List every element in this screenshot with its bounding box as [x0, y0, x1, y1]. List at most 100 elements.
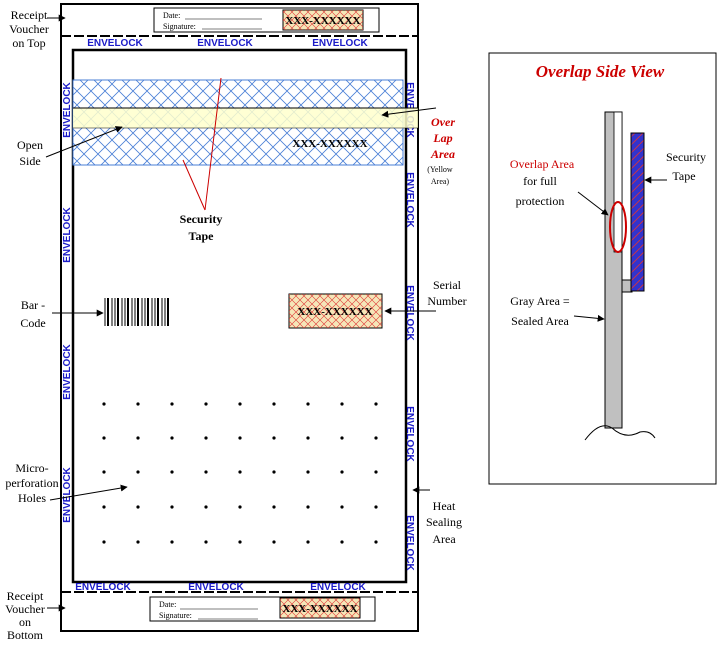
svg-text:Holes: Holes [18, 491, 46, 505]
svg-text:Over: Over [431, 115, 455, 129]
svg-text:for full: for full [523, 174, 557, 188]
svg-text:Lap: Lap [432, 131, 452, 145]
svg-text:Serial: Serial [433, 278, 462, 292]
envelope: Date: Signature: XXX-XXXXXX Date: Signat… [60, 3, 419, 632]
perforation-hole [306, 402, 310, 406]
svg-text:perforation: perforation [5, 476, 58, 490]
svg-text:on Top: on Top [12, 36, 45, 50]
svg-text:Bar -: Bar - [21, 298, 45, 312]
bottom-receipt-voucher: Date: Signature: XXX-XXXXXX [61, 591, 418, 622]
perforation-hole [102, 470, 106, 474]
side-security-tape-label: Security [666, 150, 706, 164]
voucher-signature-label-bottom: Signature: [159, 611, 192, 620]
svg-text:Area): Area) [431, 177, 450, 186]
svg-text:on: on [19, 615, 31, 629]
svg-text:Code: Code [20, 316, 45, 330]
side-overlap-label: Overlap Area [510, 157, 575, 171]
svg-text:Number: Number [427, 294, 466, 308]
envelock-top-2: ENVELOCK [197, 38, 253, 49]
perforation-hole [340, 402, 344, 406]
perforation-hole [102, 505, 106, 509]
perforation-hole [340, 505, 344, 509]
serial-number-box: XXX-XXXXXX [288, 293, 383, 329]
perforation-hole [238, 436, 242, 440]
perforation-hole [272, 470, 276, 474]
serial-number-text: XXX-XXXXXX [297, 306, 372, 318]
perforation-hole [204, 436, 208, 440]
perforation-hole [136, 470, 140, 474]
svg-text:Sealed Area: Sealed Area [511, 314, 569, 328]
perforation-hole [170, 540, 174, 544]
perforation-hole [102, 402, 106, 406]
svg-text:Security: Security [180, 212, 223, 226]
envelock-left-3: ENVELOCK [62, 343, 73, 399]
perforation-hole [374, 402, 378, 406]
envelock-top-1: ENVELOCK [87, 38, 143, 49]
svg-text:Area: Area [432, 532, 456, 546]
perforation-hole [136, 436, 140, 440]
svg-text:Area: Area [430, 147, 455, 161]
perforation-hole [136, 402, 140, 406]
envelock-left-4: ENVELOCK [62, 466, 73, 522]
svg-text:Heat: Heat [433, 499, 456, 513]
perforation-hole [374, 505, 378, 509]
perforation-hole [272, 436, 276, 440]
label-serial-number: Serial Number [384, 278, 467, 315]
svg-text:Tape: Tape [672, 169, 695, 183]
perforation-hole [306, 505, 310, 509]
svg-text:Receipt: Receipt [11, 8, 48, 22]
perforation-hole [238, 402, 242, 406]
svg-text:Tape: Tape [189, 229, 215, 243]
envelock-right-2: ENVELOCK [404, 172, 415, 228]
perforation-hole [340, 540, 344, 544]
perforation-hole [306, 540, 310, 544]
perforation-hole [340, 436, 344, 440]
perforation-hole [170, 505, 174, 509]
heat-seal-boundary [71, 48, 408, 584]
envelock-top-3: ENVELOCK [312, 38, 368, 49]
envelock-bottom-3: ENVELOCK [310, 582, 366, 593]
overlap-yellow-area [73, 108, 418, 128]
label-receipt-bottom: Receipt Voucher on Bottom [5, 589, 66, 642]
svg-text:Bottom: Bottom [7, 628, 44, 642]
label-security-tape: Security Tape [180, 77, 223, 243]
side-view-title: Overlap Side View [536, 62, 665, 81]
perforation-hole [170, 436, 174, 440]
label-open-side: Open Side [17, 126, 123, 168]
svg-text:Sealing: Sealing [426, 515, 462, 529]
voucher-serial-bottom: XXX-XXXXXX [282, 603, 357, 615]
perforation-hole [374, 470, 378, 474]
perforation-hole [204, 402, 208, 406]
perforation-hole [272, 505, 276, 509]
perforation-hole [136, 505, 140, 509]
svg-text:Voucher: Voucher [5, 602, 45, 616]
svg-text:Side: Side [19, 154, 40, 168]
voucher-serial-top: XXX-XXXXXX [285, 15, 360, 27]
envelock-bottom-2: ENVELOCK [188, 582, 244, 593]
label-micro-perforation: Micro- perforation Holes [5, 461, 128, 505]
perforation-hole [204, 505, 208, 509]
perforation-hole [272, 540, 276, 544]
perforation-hole [340, 470, 344, 474]
perforation-hole [238, 505, 242, 509]
label-receipt-top: Receipt Voucher on Top [9, 8, 66, 50]
envelock-left-1: ENVELOCK [62, 81, 73, 137]
micro-perforation-holes [102, 402, 378, 544]
svg-text:Micro-: Micro- [15, 461, 48, 475]
perforation-hole [374, 436, 378, 440]
tape-serial: XXX-XXXXXX [292, 138, 367, 150]
label-heat-sealing: Heat Sealing Area [412, 486, 462, 546]
perforation-hole [204, 470, 208, 474]
svg-text:protection: protection [516, 194, 565, 208]
perforation-hole [170, 470, 174, 474]
perforation-hole [306, 436, 310, 440]
voucher-signature-label: Signature: [163, 22, 196, 31]
svg-text:Open: Open [17, 138, 43, 152]
perforation-hole [136, 540, 140, 544]
envelock-left-2: ENVELOCK [62, 206, 73, 262]
envelock-right-5: ENVELOCK [404, 515, 415, 571]
top-receipt-voucher: Date: Signature: XXX-XXXXXX [61, 7, 418, 37]
svg-text:(Yellow: (Yellow [427, 165, 453, 174]
side-gray-area-label: Gray Area = [510, 294, 570, 308]
